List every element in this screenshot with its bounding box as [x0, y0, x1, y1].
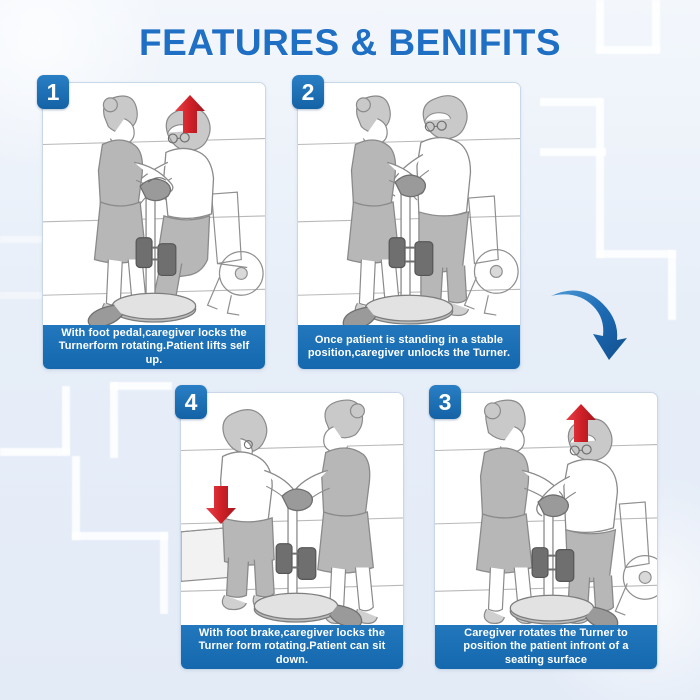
illustration-step-1 [43, 83, 265, 325]
panel-caption-1: With foot pedal,caregiver locks the Turn… [43, 325, 265, 369]
panel-step-3[interactable]: 3 [429, 385, 658, 670]
illustration-svg [435, 393, 657, 625]
step-number-badge-4: 4 [175, 385, 207, 419]
illustration-step-2 [298, 83, 520, 325]
page-title: FEATURES & BENIFITS [139, 22, 561, 63]
illustration-svg [43, 83, 265, 325]
step-band [652, 0, 660, 52]
step-band [596, 0, 604, 52]
step-number-badge-2: 2 [292, 75, 324, 109]
panel-caption-3: Caregiver rotates the Turner to position… [435, 625, 657, 669]
red-down-arrow-icon [206, 486, 236, 524]
step-band [110, 382, 172, 390]
step-number-badge-1: 1 [37, 75, 69, 109]
step-band [668, 250, 676, 320]
panel-caption-4: With foot brake,caregiver locks the Turn… [181, 625, 403, 669]
panel-step-2[interactable]: 2 [292, 75, 521, 370]
step-band [596, 250, 676, 258]
step-band [540, 148, 606, 156]
illustration-step-3 [435, 393, 657, 625]
step-band [540, 98, 602, 106]
curved-flow-arrow-icon [551, 290, 627, 360]
step-band [596, 46, 660, 54]
step-band [596, 150, 604, 258]
step-band [110, 382, 118, 458]
panel-step-1[interactable]: 1 [37, 75, 266, 370]
panel-step-4[interactable]: 4 [175, 385, 404, 670]
step-band [72, 456, 80, 540]
illustration-svg [298, 83, 520, 325]
step-band [62, 386, 70, 454]
step-band [0, 236, 48, 243]
step-band [160, 532, 168, 614]
red-up-arrow-icon [566, 404, 596, 442]
step-band [0, 448, 70, 456]
step-number-badge-3: 3 [429, 385, 461, 419]
step-band [596, 98, 604, 154]
step-band [72, 532, 168, 540]
panel-caption-2: Once patient is standing in a stable pos… [298, 325, 520, 369]
red-up-arrow-icon [175, 95, 205, 133]
